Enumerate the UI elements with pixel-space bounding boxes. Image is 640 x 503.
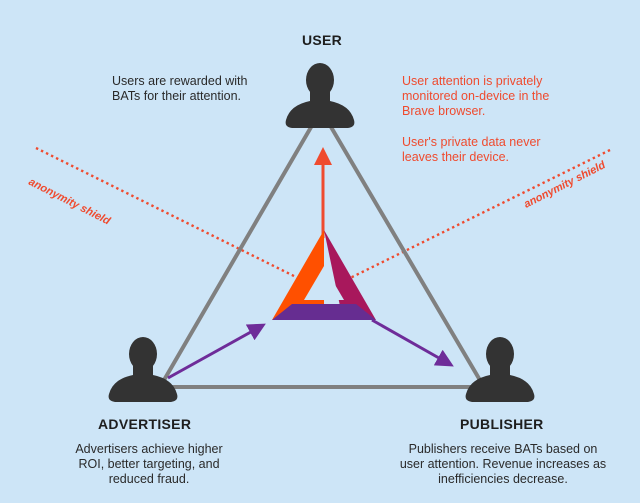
anonymity-shield-left-line [35, 146, 309, 285]
user-description: Users are rewarded with BATs for their a… [112, 74, 248, 103]
user-person-icon [285, 63, 355, 128]
ecosystem-triangle [158, 108, 486, 389]
advertiser-person-icon [108, 337, 178, 402]
arrow-advertiser-to-center [167, 323, 266, 380]
bat-logo-icon [272, 230, 376, 320]
publisher-description: Publishers receive BATs based on user at… [399, 442, 607, 486]
advertiser-title: ADVERTISER [98, 416, 192, 432]
publisher-title: PUBLISHER [460, 416, 544, 432]
publisher-person-icon [465, 337, 535, 402]
advertiser-description: Advertisers achieve higher ROI, better t… [75, 442, 223, 486]
arrow-center-to-publisher [371, 318, 454, 367]
anonymity-shield-lines [35, 146, 611, 285]
user-attention-note: User attention is privately monitored on… [402, 74, 550, 118]
user-title: USER [302, 32, 343, 48]
user-privacy-note: User's private data never leaves their d… [402, 135, 541, 164]
